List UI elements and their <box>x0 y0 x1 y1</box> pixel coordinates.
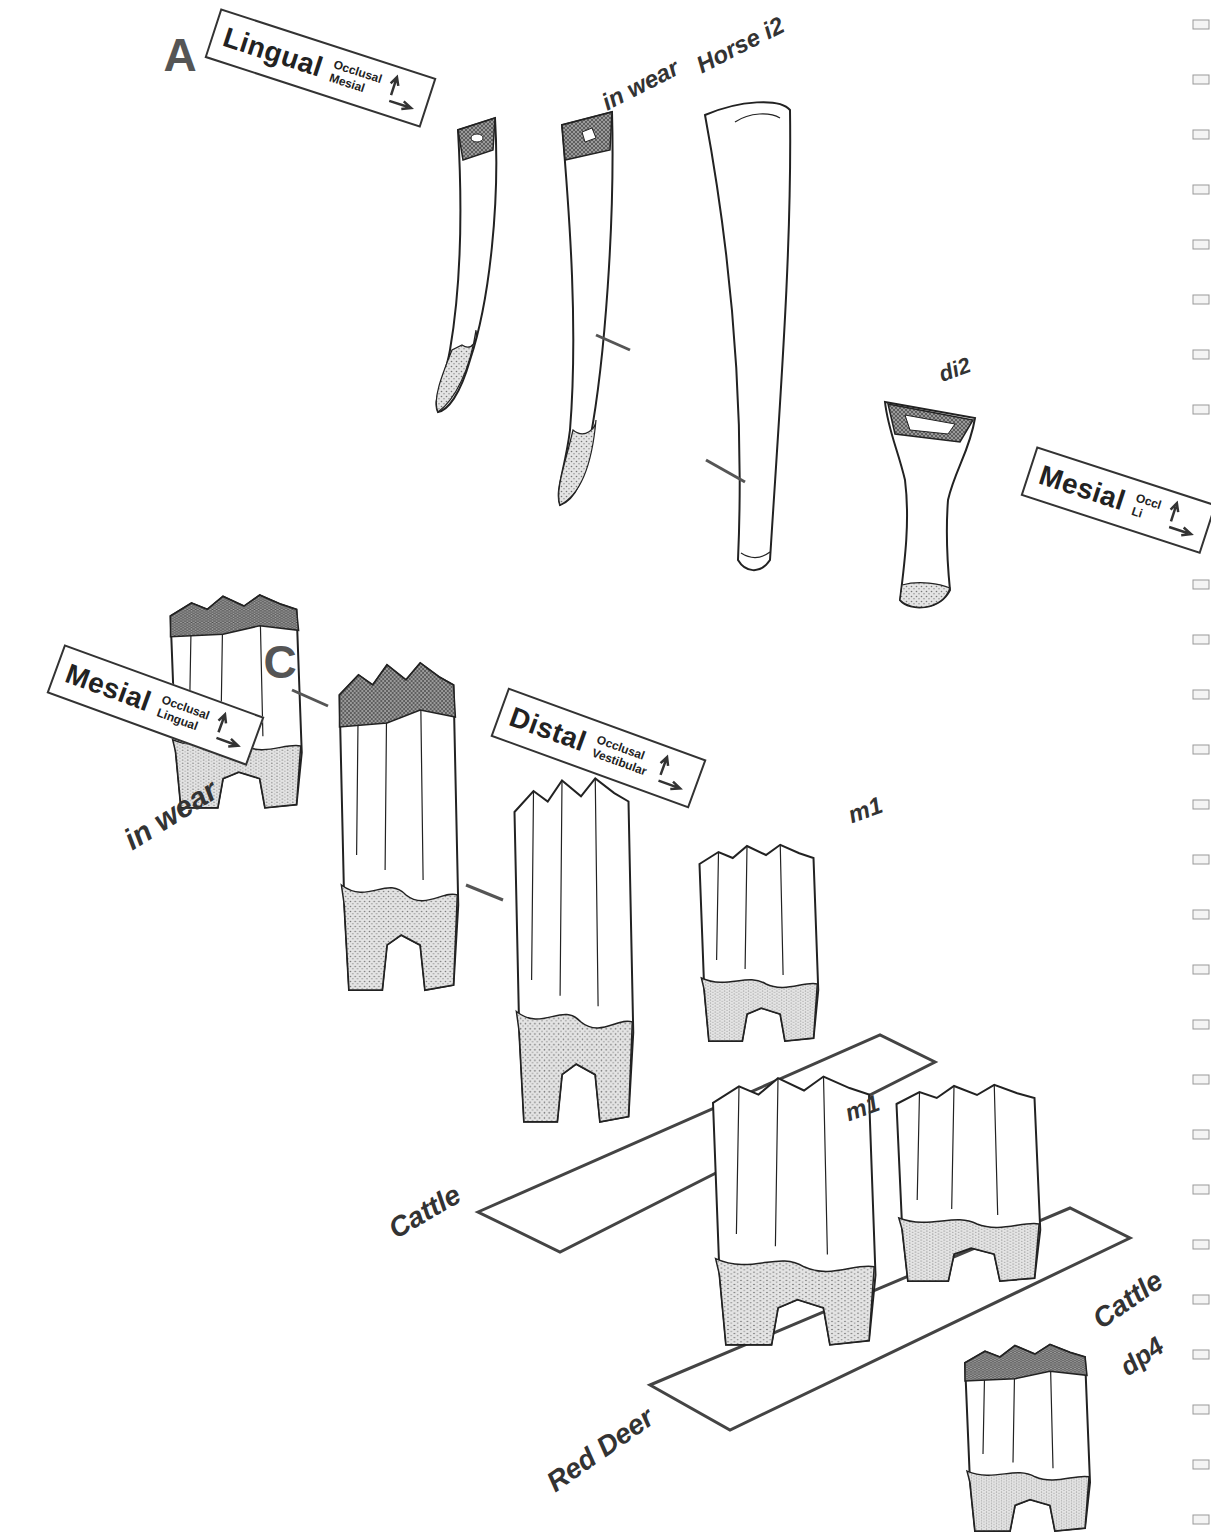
direction-arrows <box>205 709 249 754</box>
specimen-label: m1 <box>844 791 886 829</box>
axis-names: OcclusalMesial <box>327 58 383 100</box>
orientation-box: LingualOcclusalMesial <box>204 8 436 128</box>
specimen-label: Cattle <box>1087 1265 1169 1336</box>
direction-arrows <box>647 751 691 796</box>
specimen-label: in wear <box>597 54 683 116</box>
axis-names: OcclLi <box>1129 492 1162 526</box>
orientation-box: MesialOcclusalLingual <box>46 644 264 766</box>
view-name: Mesial <box>1035 459 1129 517</box>
view-name: Distal <box>505 701 590 758</box>
specimen-label: Cattle <box>383 1179 466 1246</box>
orientation-box: MesialOcclLi <box>1020 446 1211 554</box>
panel-letter: A <box>164 28 197 82</box>
specimen-label: Red Deer <box>540 1402 659 1499</box>
direction-arrows <box>379 72 422 117</box>
view-name: Mesial <box>61 658 155 718</box>
axis-names: OcclusalVestibular <box>589 734 652 780</box>
specimen-label: m1 <box>841 1089 883 1127</box>
orientation-box: DistalOcclusalVestibular <box>490 688 706 809</box>
specimen-label: Horse i2 <box>691 11 788 79</box>
panel-letter: C <box>264 635 297 689</box>
view-name: Lingual <box>219 21 327 83</box>
axis-names: OcclusalLingual <box>154 694 210 737</box>
specimen-label: dp4 <box>1114 1330 1170 1382</box>
direction-arrows <box>1158 498 1201 543</box>
specimen-label: in wear <box>117 773 223 857</box>
specimen-label: di2 <box>936 352 975 387</box>
